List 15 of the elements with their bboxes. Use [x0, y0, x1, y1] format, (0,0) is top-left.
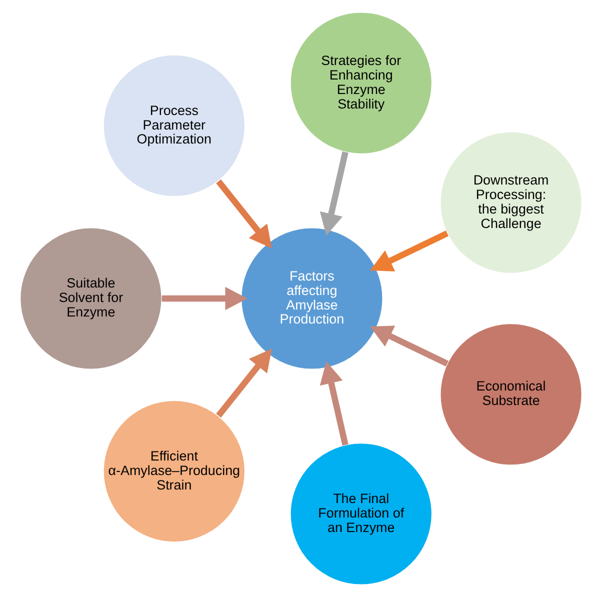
arrow [216, 179, 272, 248]
node-circle: Suitable Solvent for Enzyme [20, 227, 162, 370]
arrow [370, 230, 449, 272]
arrow [320, 361, 348, 446]
arrow [320, 151, 348, 236]
node-circle: Factors affecting Amylase Production [240, 227, 384, 370]
node-circle: Efficient α-Amylase–Producing Strain [102, 400, 246, 543]
arrow [370, 326, 449, 366]
node-circle: Downstream Processing: the biggest Challenge [440, 131, 582, 274]
node-circle: Strategies for Enhancing Enzyme Stability [290, 12, 432, 154]
arrow [162, 286, 248, 310]
arrow [216, 348, 272, 418]
node-circle: Economical Substrate [440, 323, 582, 466]
node-circle: Process Parameter Optimization [102, 54, 246, 198]
node-circle: The Final Formulation of an Enzyme [290, 442, 432, 586]
